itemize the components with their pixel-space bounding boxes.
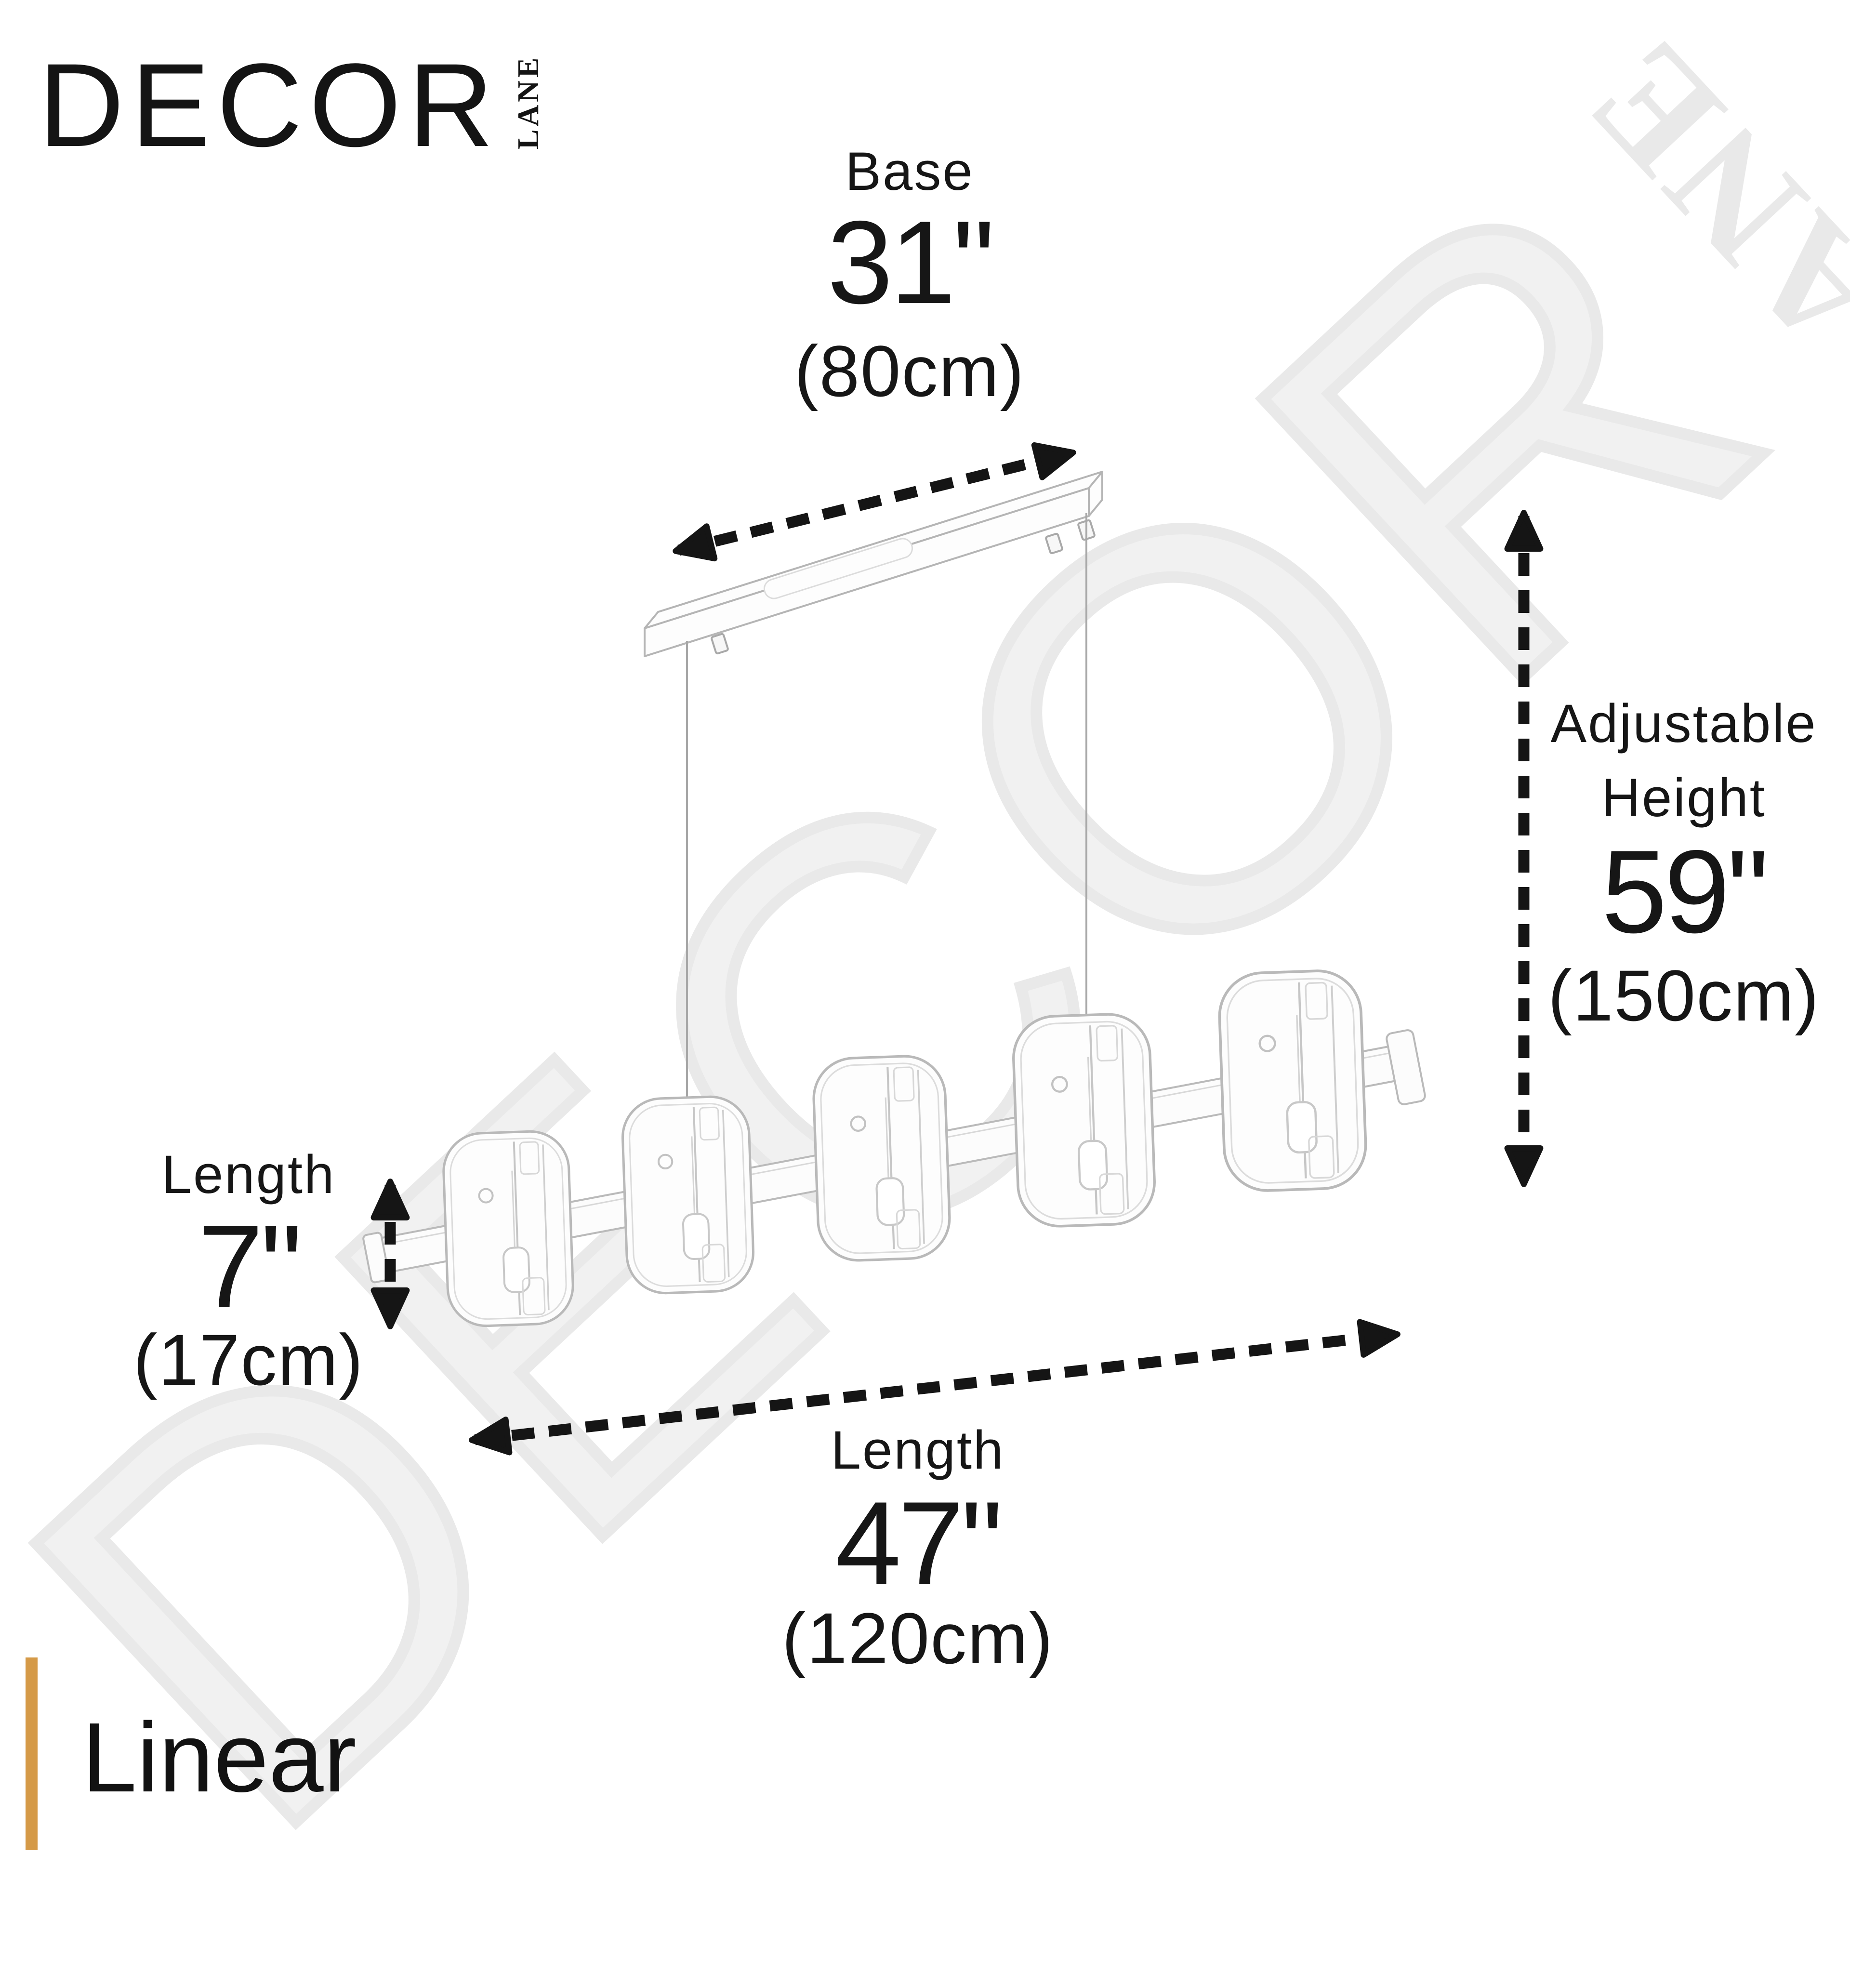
adjustable-height-inches: 59" bbox=[1601, 825, 1769, 957]
style-name-title: Linear bbox=[82, 1702, 357, 1813]
glass-shade bbox=[442, 1130, 574, 1327]
adjustable-height-label-line1: Adjustable bbox=[1550, 693, 1817, 754]
pendant-light-diagram bbox=[362, 442, 1544, 1456]
adjustable-height-dimension-group: Adjustable Height 59" (150cm) bbox=[1548, 697, 1820, 1032]
shade-length-label: Length bbox=[161, 1144, 336, 1205]
glass-shade bbox=[812, 1055, 951, 1261]
shade-length-dimension-group: Length 7" (17cm) bbox=[133, 1148, 364, 1396]
fixture-length-inches: 47" bbox=[835, 1477, 1003, 1609]
fixture-length-label: Length bbox=[831, 1420, 1005, 1480]
shade-length-metric: (17cm) bbox=[133, 1319, 364, 1400]
gold-accent-bar bbox=[26, 1657, 38, 1850]
glass-shade bbox=[621, 1096, 755, 1295]
fixture-length-metric: (120cm) bbox=[781, 1598, 1054, 1679]
base-dimension-arrow bbox=[673, 442, 1076, 562]
adjustable-height-label-line2: Height bbox=[1601, 768, 1766, 828]
fixture-length-dimension-group: Length 47" (120cm) bbox=[781, 1420, 1054, 1679]
brand-logo-lane: LANE bbox=[512, 54, 545, 149]
base-metric: (80cm) bbox=[794, 331, 1025, 411]
base-label: Base bbox=[845, 141, 974, 201]
glass-shades bbox=[442, 969, 1367, 1327]
fixture-length-dimension-arrow bbox=[469, 1319, 1401, 1456]
base-dimension-group: Base 31" (80cm) bbox=[794, 141, 1025, 411]
brand-logo: DECOR LANE bbox=[39, 46, 546, 165]
glass-shade bbox=[1218, 969, 1367, 1192]
brand-logo-decor: DECOR bbox=[39, 39, 501, 172]
glass-shade bbox=[1012, 1013, 1156, 1228]
shade-length-inches: 7" bbox=[198, 1200, 302, 1332]
adjustable-height-metric: (150cm) bbox=[1547, 955, 1820, 1036]
base-inches: 31" bbox=[827, 196, 994, 328]
